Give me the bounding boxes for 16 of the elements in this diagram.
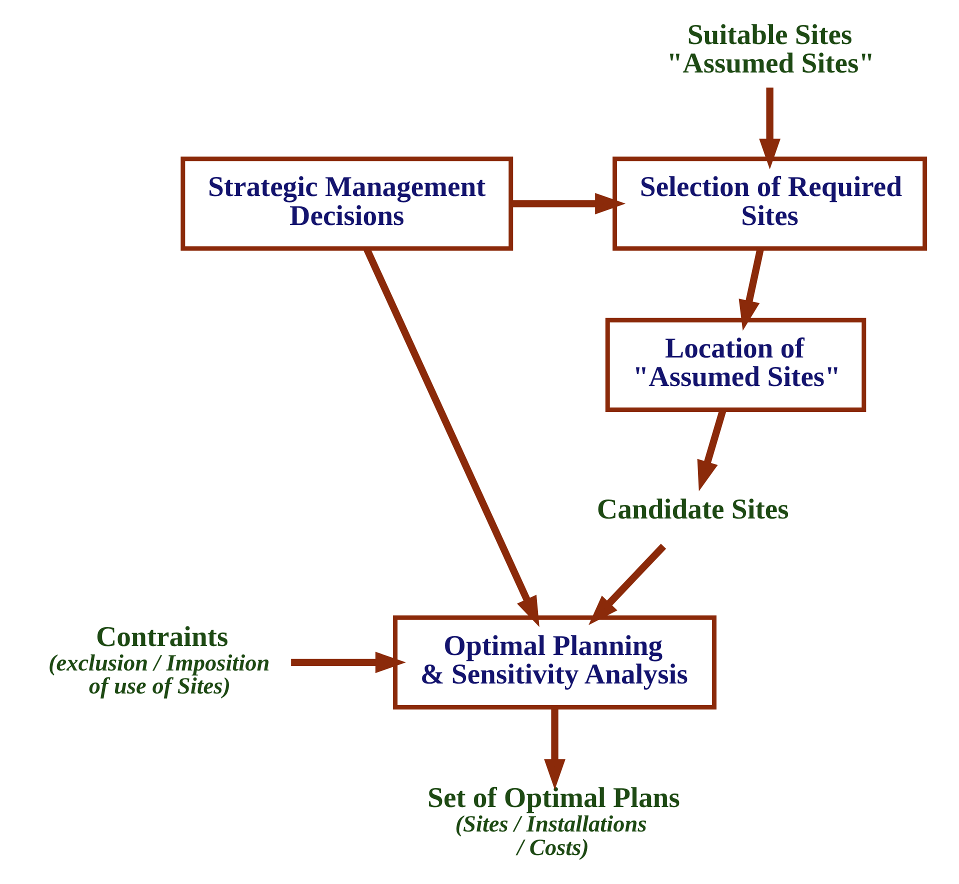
node-box: Strategic Management Decisions: [180, 156, 514, 251]
arrow: [759, 88, 781, 170]
node-box: Optimal Planning & Sensitivity Analysis: [393, 615, 716, 710]
arrow: [588, 544, 666, 626]
arrow: [291, 652, 406, 674]
node-text: Suitable Sites "Assumed Sites": [666, 18, 875, 80]
node-text: Set of Optimal Plans (Sites / Installations / Costs): [428, 782, 680, 861]
node-box: Location of "Assumed Sites": [605, 318, 866, 412]
node-text: Contraints (exclusion / Imposition of use of Sites): [48, 620, 270, 700]
arrow: [511, 192, 626, 214]
node-text: Candidate Sites: [596, 494, 789, 526]
node-box: Selection of Required Sites: [612, 156, 928, 251]
arrow: [697, 409, 726, 492]
arrow: [544, 707, 566, 790]
arrow: [364, 248, 540, 627]
arrow: [738, 248, 764, 331]
